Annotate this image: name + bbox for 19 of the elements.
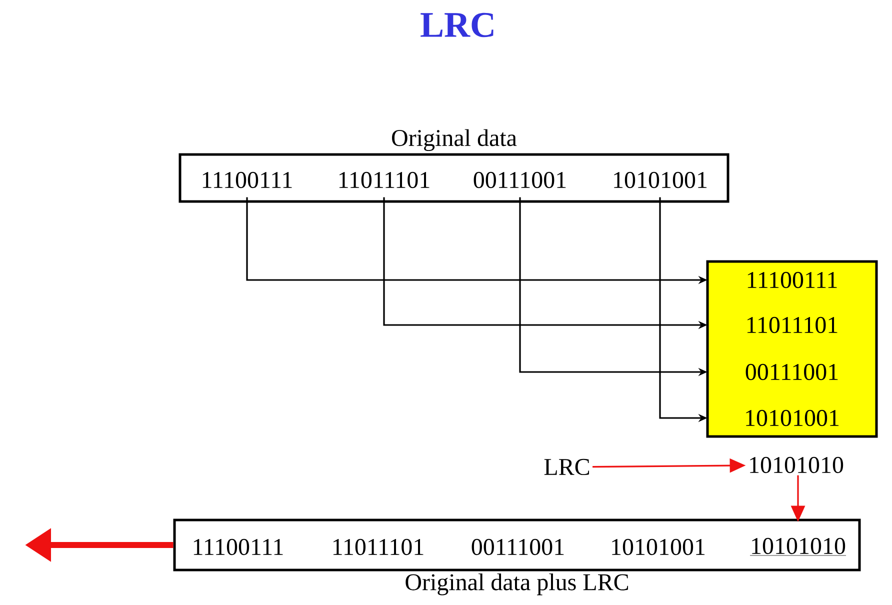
byte-text: 00111001 (472, 538, 564, 556)
node-label: Original data (392, 129, 517, 152)
byte-text: 10101001 (612, 538, 705, 556)
byte-text: 11011101 (747, 316, 838, 334)
highlight-box (706, 260, 878, 438)
byte-text: 11011101 (339, 172, 430, 188)
byte-text: 11011101 (333, 538, 424, 556)
title: LRC (420, 12, 494, 38)
label-text: LRC (544, 458, 590, 476)
byte-text: 10101001 (614, 172, 707, 188)
node-label: Original data plus LRC (406, 573, 628, 596)
byte-text: 10101010 (750, 538, 846, 556)
byte-text: 00111001 (746, 364, 838, 380)
byte-text: 11100111 (202, 172, 292, 188)
byte-text: 10101001 (746, 410, 839, 426)
byte-text: 11100111 (748, 272, 837, 288)
byte-text: 11100111 (194, 538, 283, 556)
byte-text: 00111001 (474, 172, 566, 188)
label-text: 10101010 (750, 456, 844, 474)
